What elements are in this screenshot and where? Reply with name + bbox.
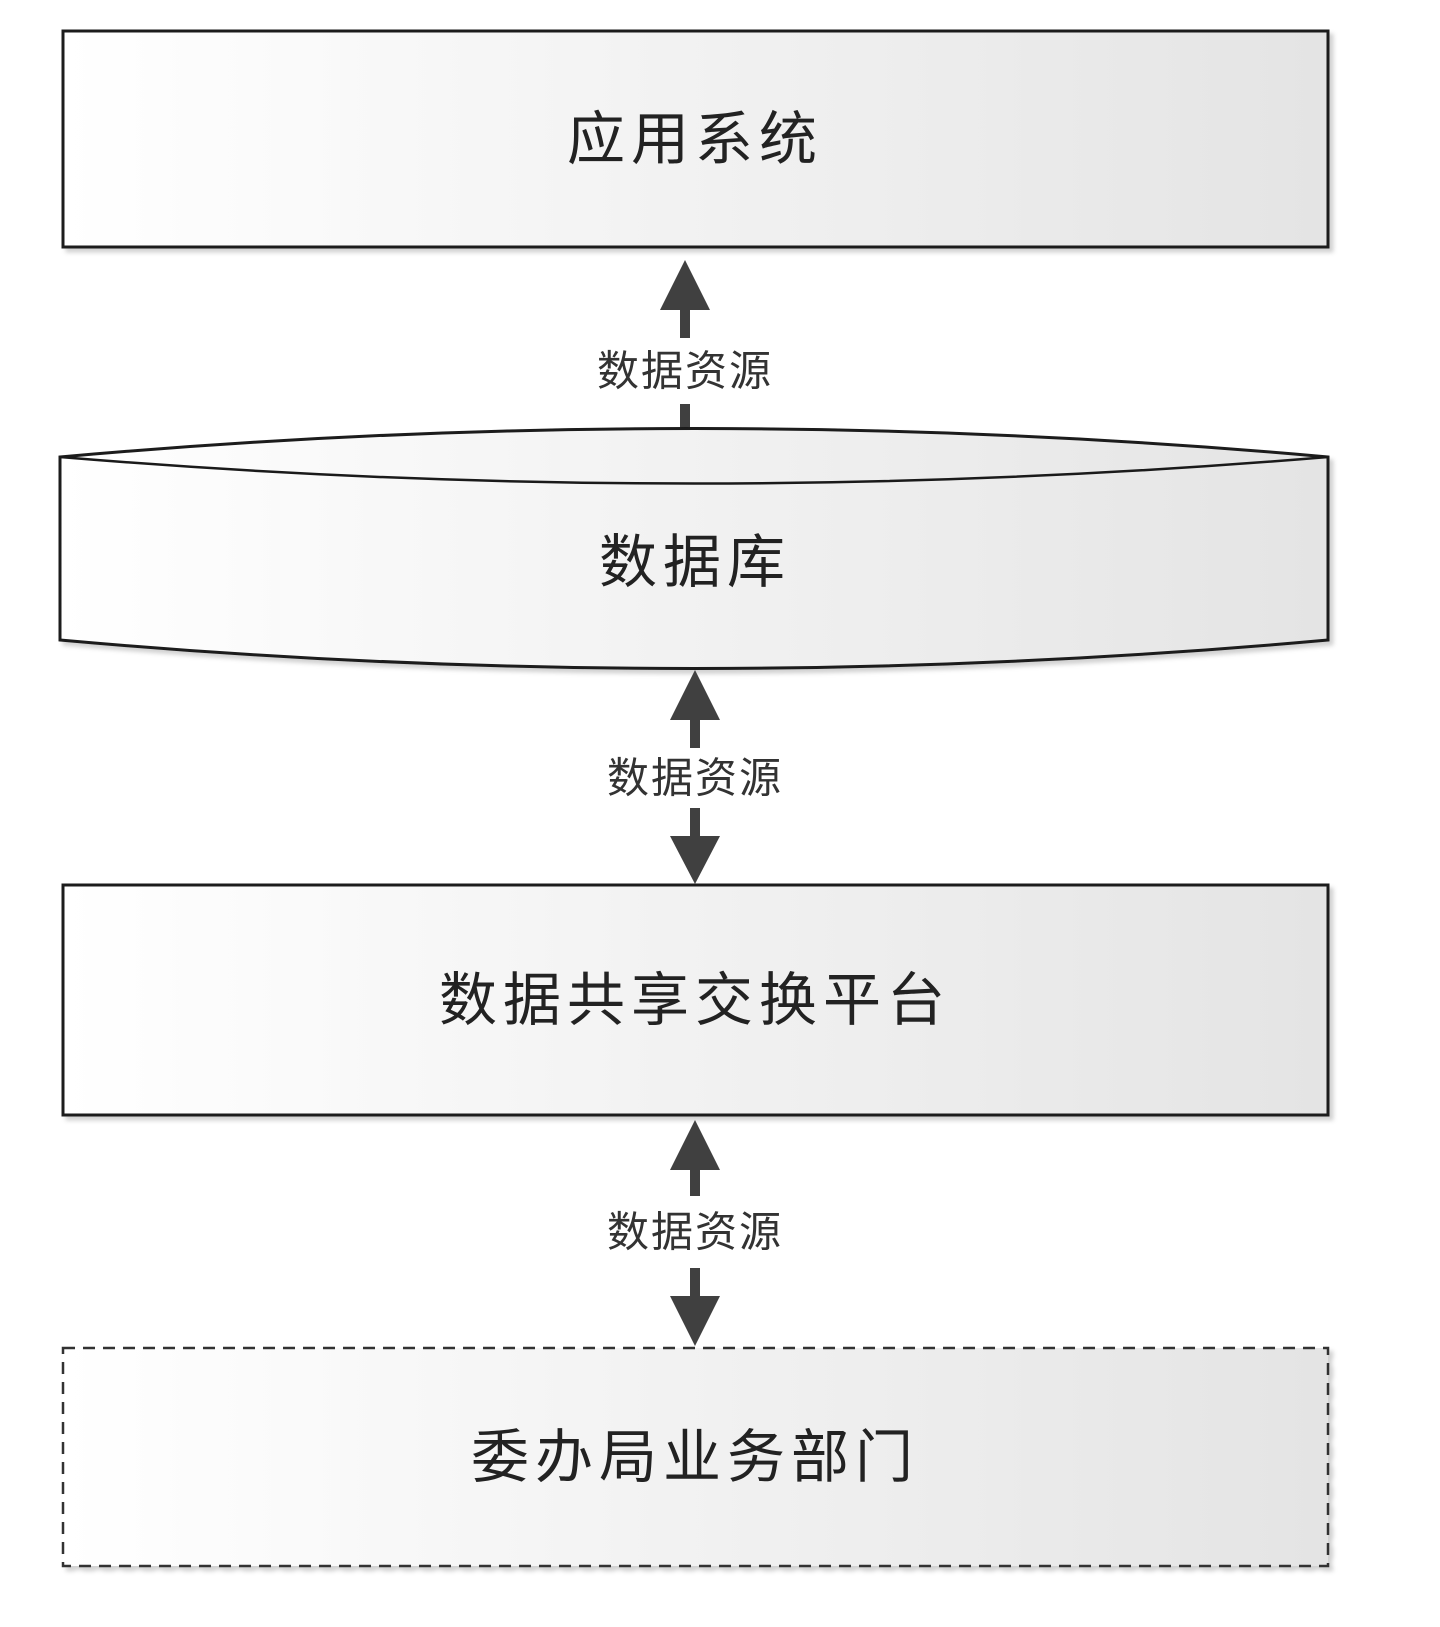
edge-database-exchange: 数据资源 — [607, 670, 783, 884]
arrowhead-up-icon — [660, 260, 710, 310]
business-departments-label: 委办局业务部门 — [471, 1423, 919, 1491]
exchange-platform-label: 数据共享交换平台 — [439, 966, 951, 1034]
exchange-platform-node: 数据共享交换平台 — [61, 883, 1330, 1117]
edge-label: 数据资源 — [607, 1208, 783, 1257]
arrow-shaft-bottom — [690, 808, 700, 840]
arrowhead-up-icon — [670, 670, 720, 720]
arrowhead-down-icon — [670, 836, 720, 884]
arrow-shaft-bottom — [690, 1268, 700, 1298]
business-departments-node: 委办局业务部门 — [61, 1346, 1330, 1568]
edge-label: 数据资源 — [607, 754, 783, 803]
business-departments-box — [61, 1346, 1330, 1568]
database-shape — [58, 427, 1330, 670]
arrow-shaft-bottom — [680, 404, 690, 434]
app-system-label: 应用系统 — [567, 105, 823, 173]
app-system-node: 应用系统 — [61, 29, 1330, 249]
arrowhead-down-icon — [670, 1296, 720, 1346]
database-label: 数据库 — [599, 528, 791, 596]
arrow-shaft-top — [690, 1168, 700, 1196]
arrowhead-up-icon — [670, 1120, 720, 1170]
database-top-lip — [59, 455, 1329, 485]
database-node: 数据库 — [58, 427, 1330, 670]
edge-exchange-departments: 数据资源 — [607, 1120, 783, 1346]
arrow-shaft-top — [690, 718, 700, 748]
exchange-platform-box — [61, 883, 1330, 1117]
arrow-shaft-top — [680, 308, 690, 338]
edge-label: 数据资源 — [597, 347, 773, 396]
app-system-box — [61, 29, 1330, 249]
